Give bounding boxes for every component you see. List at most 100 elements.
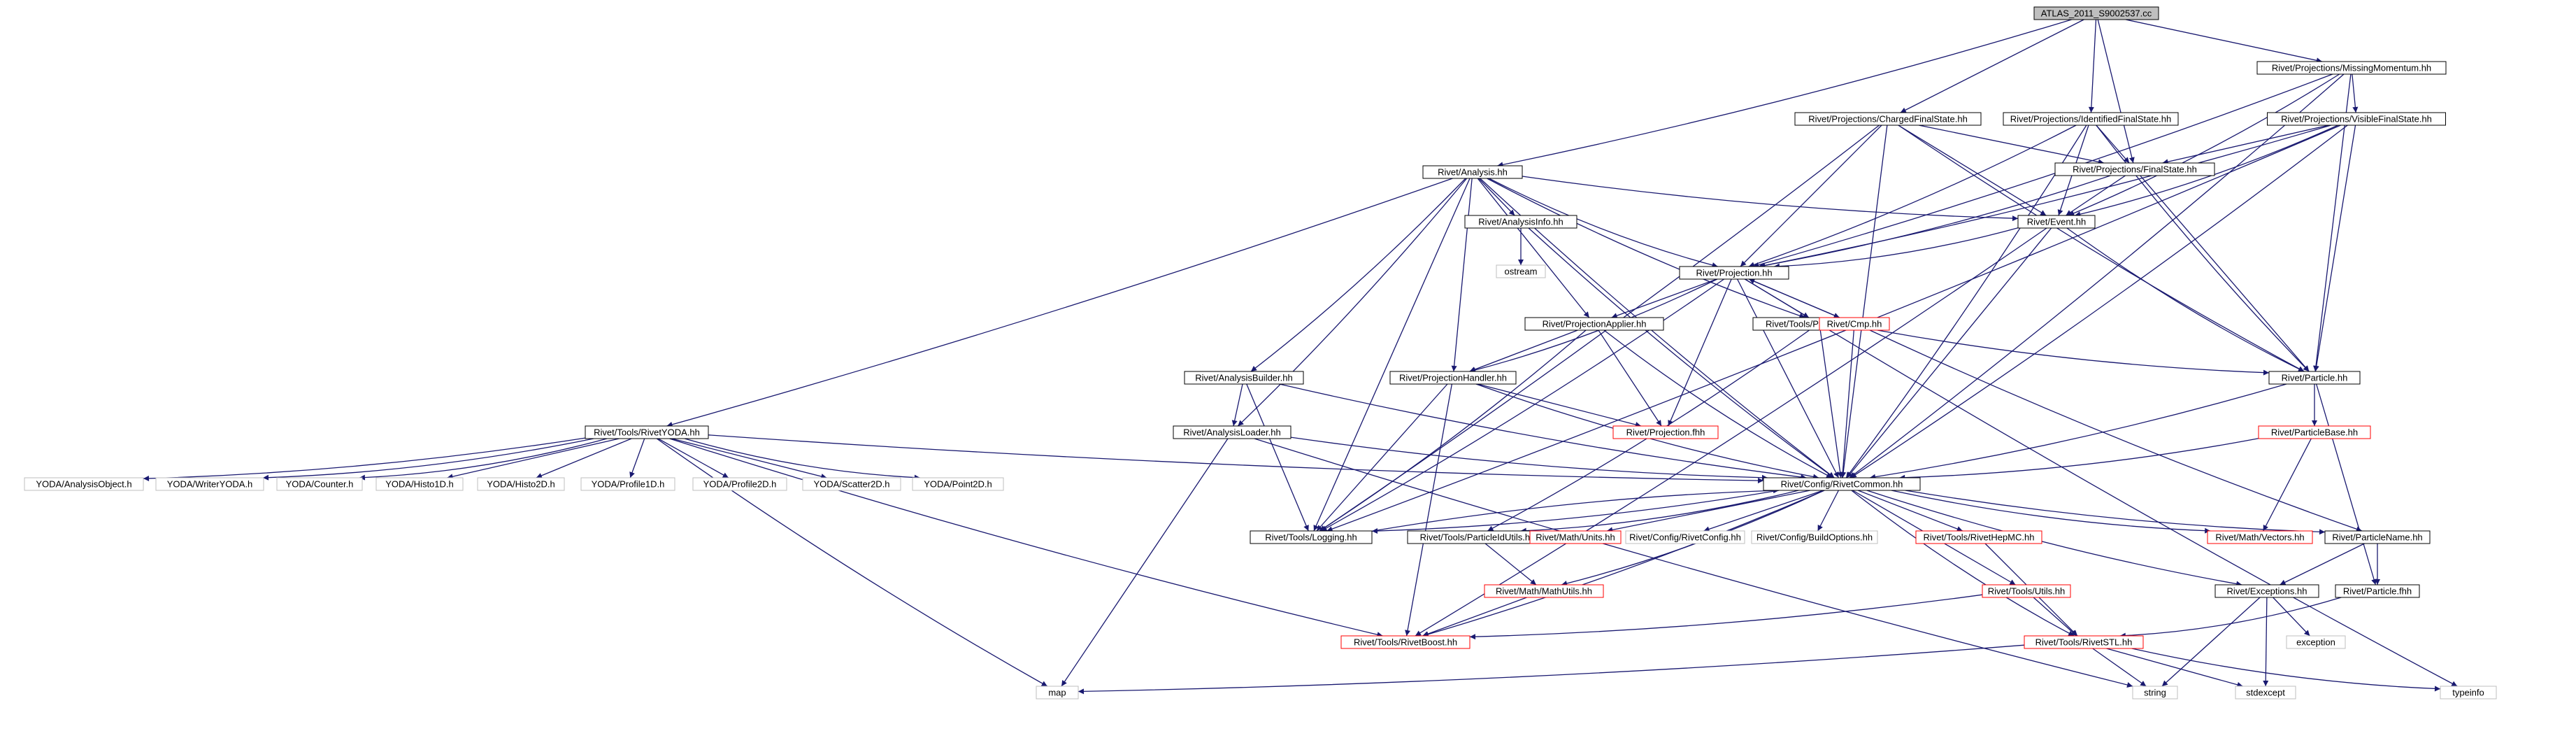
node-analysis[interactable]: Rivet/Analysis.hh bbox=[1422, 165, 1523, 179]
node-ycounter: YODA/Counter.h bbox=[276, 477, 363, 491]
node-label: Rivet/Projections/MissingMomentum.hh bbox=[2272, 63, 2431, 73]
node-label: Rivet/Projection.fhh bbox=[1626, 427, 1705, 438]
include-edge-cfs-to-particle bbox=[1898, 125, 2305, 372]
node-label: YODA/WriterYODA.h bbox=[167, 479, 253, 490]
node-cfs[interactable]: Rivet/Projections/ChargedFinalState.hh bbox=[1794, 112, 1982, 126]
node-units[interactable]: Rivet/Math/Units.hh bbox=[1529, 530, 1622, 544]
include-edge-root-to-fs bbox=[2097, 19, 2135, 164]
node-ywy: YODA/WriterYODA.h bbox=[155, 477, 264, 491]
node-pfhh[interactable]: Rivet/Particle.fhh bbox=[2335, 584, 2420, 598]
include-edge-cmp-to-pname bbox=[1869, 329, 2363, 532]
node-box bbox=[1036, 686, 1079, 700]
node-mathutils[interactable]: Rivet/Math/MathUtils.hh bbox=[1484, 584, 1604, 598]
include-edge-rcommon-to-rboost bbox=[1422, 490, 1825, 637]
include-edge-analysis-to-abuilder bbox=[1250, 178, 1466, 372]
node-rcommon[interactable]: Rivet/Config/RivetCommon.hh bbox=[1763, 477, 1921, 491]
node-cmp[interactable]: Rivet/Cmp.hh bbox=[1819, 317, 1890, 331]
include-edge-rcommon-to-pidutils bbox=[1520, 490, 1799, 534]
include-edge-vfs-to-particle bbox=[2313, 125, 2356, 372]
node-label: stdexcept bbox=[2246, 688, 2285, 698]
node-box bbox=[1484, 584, 1604, 598]
node-missmom[interactable]: Rivet/Projections/MissingMomentum.hh bbox=[2256, 61, 2447, 75]
node-idfs[interactable]: Rivet/Projections/IdentifiedFinalState.h… bbox=[2003, 112, 2179, 126]
node-box bbox=[2003, 112, 2179, 126]
include-edge-tutils-to-rboost bbox=[1469, 594, 1983, 640]
include-edge-vfs-to-event bbox=[2075, 125, 2338, 218]
include-edge-papplier-to-phandler bbox=[1469, 329, 1578, 372]
node-box bbox=[1763, 477, 1921, 491]
include-edge-pidutils-to-mathutils bbox=[1484, 543, 1537, 585]
include-edge-rcommon-to-buildopts bbox=[1817, 490, 1839, 532]
node-pidutils[interactable]: Rivet/Tools/ParticleIdUtils.hh bbox=[1407, 530, 1548, 544]
node-phandler[interactable]: Rivet/ProjectionHandler.hh bbox=[1389, 371, 1517, 385]
node-tutils[interactable]: Rivet/Tools/Utils.hh bbox=[1982, 584, 2071, 598]
node-label: exception bbox=[2296, 637, 2335, 648]
node-event[interactable]: Rivet/Event.hh bbox=[2017, 215, 2096, 229]
include-edge-fs-to-particle bbox=[2140, 175, 2310, 372]
node-label: Rivet/Projections/IdentifiedFinalState.h… bbox=[2010, 114, 2172, 125]
include-edge-rcommon-to-rstl bbox=[1851, 490, 2075, 637]
include-edge-rstl-to-stdexcept bbox=[2106, 648, 2243, 688]
node-label: Rivet/AnalysisInfo.hh bbox=[1478, 217, 1563, 227]
node-pbase[interactable]: Rivet/ParticleBase.hh bbox=[2258, 425, 2371, 439]
node-projfhh[interactable]: Rivet/Projection.fhh bbox=[1612, 425, 1719, 439]
include-edge-ryoda-to-ycounter bbox=[359, 438, 608, 481]
include-edge-rcommon-to-rconfig bbox=[1703, 490, 1824, 532]
node-yh2: YODA/Histo2D.h bbox=[477, 477, 565, 491]
include-edge-analysis-to-aloader bbox=[1237, 178, 1468, 427]
include-edge-event-to-rboost bbox=[1415, 227, 2047, 637]
node-box bbox=[1625, 530, 1745, 544]
include-edge-projection-to-rcommon bbox=[1737, 278, 1839, 478]
node-vectors[interactable]: Rivet/Math/Vectors.hh bbox=[2207, 530, 2313, 544]
node-rstl[interactable]: Rivet/Tools/RivetSTL.hh bbox=[2024, 635, 2144, 649]
node-label: map bbox=[1048, 688, 1066, 698]
include-edge-pname-to-exceptions bbox=[2280, 543, 2365, 585]
node-logging[interactable]: Rivet/Tools/Logging.hh bbox=[1250, 530, 1373, 544]
node-root[interactable]: ATLAS_2011_S9002537.cc bbox=[2033, 6, 2159, 20]
include-edge-phandler-to-logging bbox=[1316, 383, 1448, 532]
node-box bbox=[1250, 530, 1373, 544]
node-label: YODA/Point2D.h bbox=[924, 479, 992, 490]
include-edge-papplier-to-projfhh bbox=[1598, 329, 1662, 427]
node-exceptions[interactable]: Rivet/Exceptions.hh bbox=[2214, 584, 2319, 598]
include-edge-vfs-to-rcommon bbox=[1850, 125, 2348, 478]
include-edge-ryoda-to-rboost bbox=[669, 438, 1383, 638]
include-edge-ryoda-to-ywy bbox=[262, 438, 594, 481]
node-label: Rivet/ParticleName.hh bbox=[2332, 532, 2422, 543]
include-edge-ryoda-to-ys2 bbox=[671, 438, 827, 479]
node-ainfo[interactable]: Rivet/AnalysisInfo.hh bbox=[1464, 215, 1577, 229]
include-edge-analysis-to-logging bbox=[1313, 178, 1471, 532]
node-yp2: YODA/Profile2D.h bbox=[692, 477, 787, 491]
node-ryoda[interactable]: Rivet/Tools/RivetYODA.hh bbox=[585, 425, 709, 439]
include-edge-logging-to-rcommon bbox=[1371, 488, 1780, 532]
node-projection[interactable]: Rivet/Projection.hh bbox=[1679, 266, 1789, 280]
node-pname[interactable]: Rivet/ParticleName.hh bbox=[2324, 530, 2431, 544]
node-fs[interactable]: Rivet/Projections/FinalState.hh bbox=[2054, 162, 2215, 176]
node-label: Rivet/Projections/FinalState.hh bbox=[2073, 164, 2197, 175]
node-yh1: YODA/Histo1D.h bbox=[375, 477, 464, 491]
include-edge-ryoda-to-ypt2 bbox=[684, 438, 920, 481]
include-edge-missmom-to-vfs bbox=[2352, 73, 2359, 113]
node-rhepmc[interactable]: Rivet/Tools/RivetHepMC.hh bbox=[1915, 530, 2042, 544]
include-edge-rstl-to-string bbox=[2092, 648, 2147, 687]
node-box bbox=[1794, 112, 1982, 126]
node-box bbox=[2256, 61, 2447, 75]
include-edge-pbase-to-vectors bbox=[2263, 438, 2312, 532]
node-particle[interactable]: Rivet/Particle.hh bbox=[2268, 371, 2361, 385]
include-edge-root-to-missmom bbox=[2125, 19, 2323, 64]
include-edge-rcommon-to-pname bbox=[1905, 490, 2326, 535]
include-edge-pbase-to-rcommon bbox=[1899, 438, 2259, 481]
node-label: Rivet/Tools/RivetSTL.hh bbox=[2035, 637, 2133, 648]
node-abuilder[interactable]: Rivet/AnalysisBuilder.hh bbox=[1184, 371, 1304, 385]
node-aloader[interactable]: Rivet/AnalysisLoader.hh bbox=[1173, 425, 1291, 439]
node-papplier[interactable]: Rivet/ProjectionApplier.hh bbox=[1524, 317, 1664, 331]
node-box bbox=[2267, 112, 2446, 126]
node-vfs[interactable]: Rivet/Projections/VisibleFinalState.hh bbox=[2267, 112, 2446, 126]
node-ypt2: YODA/Point2D.h bbox=[912, 477, 1004, 491]
include-edge-aloader-to-map bbox=[1061, 438, 1229, 687]
node-box bbox=[1751, 530, 1878, 544]
include-edge-phandler-to-projfhh bbox=[1477, 383, 1642, 427]
node-box bbox=[477, 477, 565, 491]
node-rboost[interactable]: Rivet/Tools/RivetBoost.hh bbox=[1340, 635, 1471, 649]
